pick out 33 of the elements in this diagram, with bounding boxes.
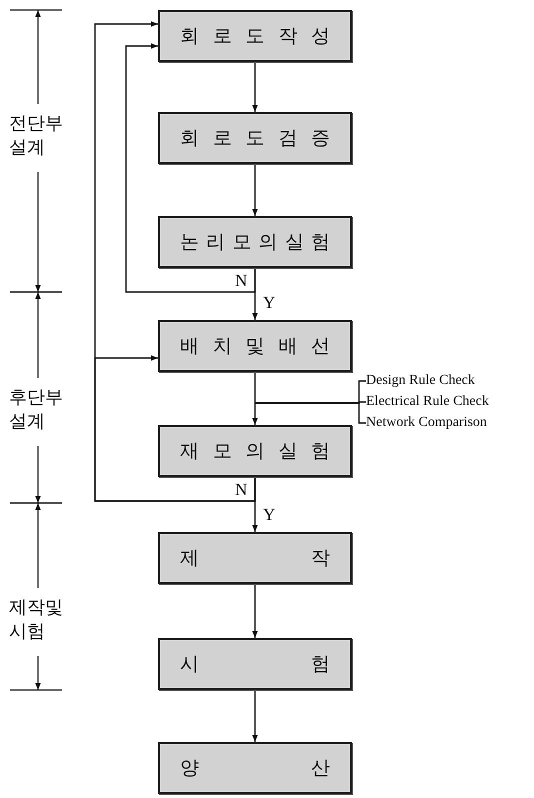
process-box [158, 742, 352, 794]
process-box [158, 112, 352, 164]
check-label: Design Rule Check [366, 373, 475, 389]
arrow [252, 584, 258, 638]
process-label: 시험 [180, 652, 442, 677]
arrow [125, 43, 256, 293]
arrow [252, 690, 258, 742]
process-box [158, 425, 352, 477]
process-label: 논리모의실험 [180, 230, 338, 255]
edge-label: N [235, 272, 248, 289]
check-label: Electrical Rule Check [366, 394, 489, 410]
edge-label: Y [263, 294, 276, 311]
process-box [158, 638, 352, 690]
arrow [252, 164, 258, 216]
process-label: 배치및배선 [180, 334, 344, 359]
arrow [252, 268, 258, 320]
edge-label: Y [263, 506, 276, 523]
process-box [158, 532, 352, 584]
leader-line [255, 402, 366, 424]
arrow [94, 355, 256, 502]
process-label: 제작 [180, 546, 442, 571]
process-box [158, 10, 352, 62]
process-box [158, 216, 352, 268]
arrow [252, 477, 258, 532]
process-box [158, 320, 352, 372]
process-label: 재모의실험 [180, 439, 344, 464]
arrow [252, 62, 258, 112]
process-label: 회로도작성 [180, 24, 344, 49]
process-label: 회로도검증 [180, 126, 344, 151]
process-label: 양산 [180, 756, 442, 781]
check-label: Network Comparison [366, 415, 487, 431]
arrow [252, 372, 258, 425]
edge-label: N [235, 481, 248, 498]
